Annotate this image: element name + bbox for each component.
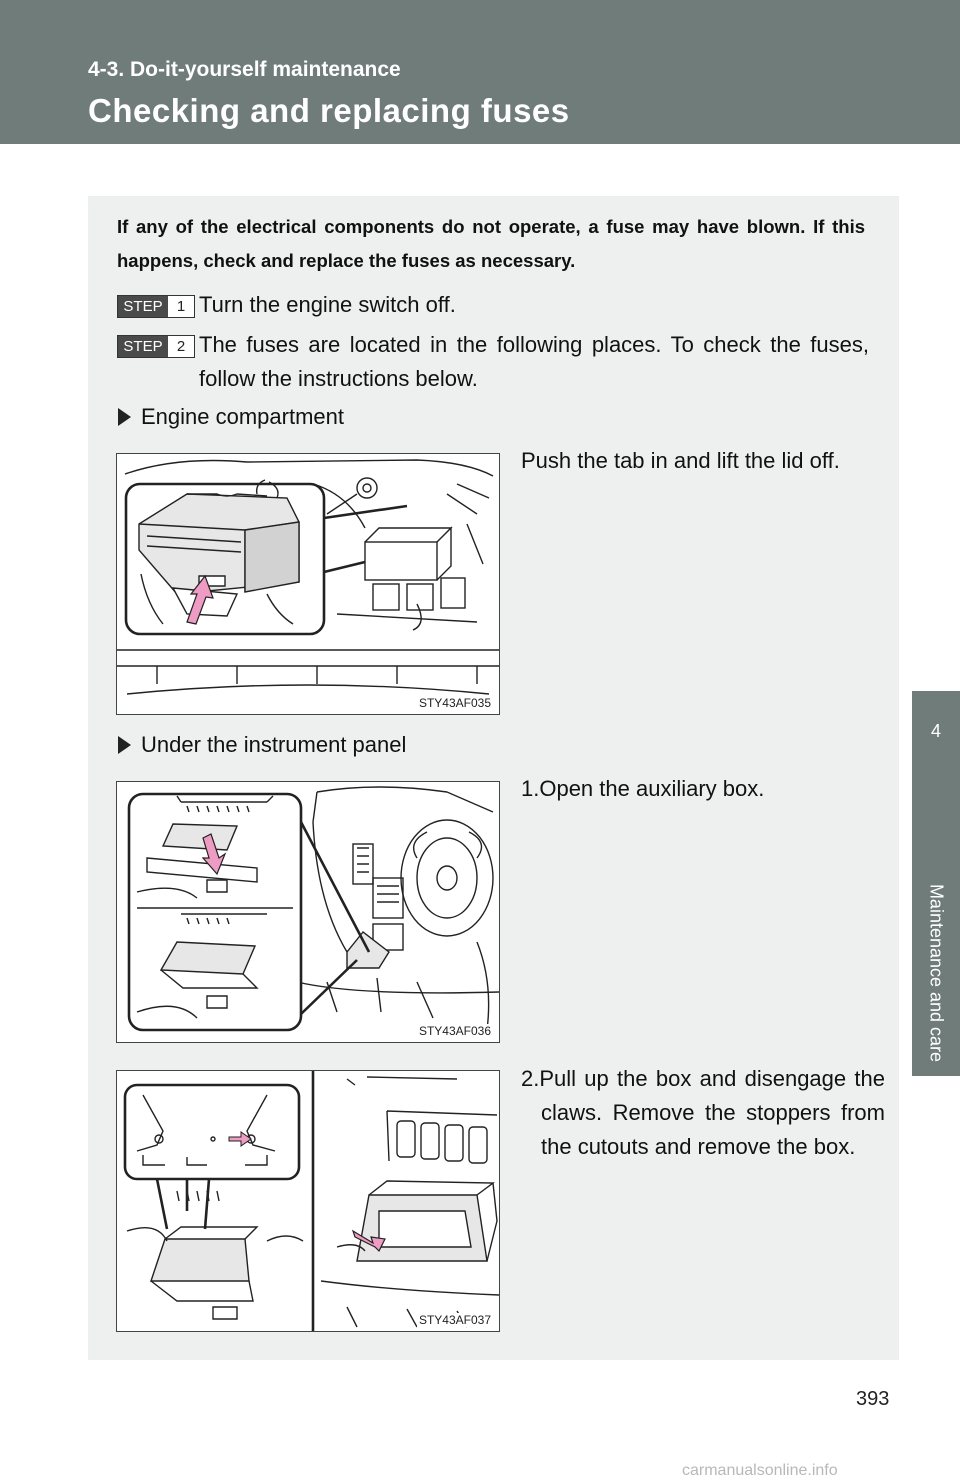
chapter-side-tab: 4 Maintenance and care <box>912 691 960 1076</box>
triangle-bullet-icon <box>118 408 131 426</box>
figure-caption: Push the tab in and lift the lid off. <box>521 448 840 473</box>
figure-code: STY43AF037 <box>416 1313 493 1327</box>
watermark: carmanualsonline.info <box>682 1462 838 1479</box>
figure-caption: 2.Pull up the box and disengage the claw… <box>521 1066 885 1159</box>
figure-engine-compartment: STY43AF035 <box>116 453 500 715</box>
intro-text: If any of the electrical components do n… <box>117 216 865 271</box>
figure-code: STY43AF035 <box>416 696 493 710</box>
triangle-bullet-icon <box>118 736 131 754</box>
step-text: Turn the engine switch off. <box>199 292 456 317</box>
location-instrument-panel: Under the instrument panel <box>118 732 406 758</box>
engine-compartment-illustration <box>117 459 499 695</box>
remove-box-illustration <box>123 1071 499 1331</box>
figure-instrument-panel: STY43AF036 <box>116 781 500 1043</box>
instrument-panel-illustration <box>127 786 499 1032</box>
page-number: 393 <box>856 1388 890 1410</box>
page-header: 4-3. Do-it-yourself maintenance Checking… <box>0 0 960 144</box>
content-panel: If any of the electrical components do n… <box>88 196 899 1360</box>
figure-caption: 1.Open the auxiliary box. <box>521 776 765 801</box>
figure-remove-box: STY43AF037 <box>116 1070 500 1332</box>
page-title: Checking and replacing fuses <box>88 92 570 129</box>
location-engine-compartment: Engine compartment <box>118 404 344 430</box>
figure-code: STY43AF036 <box>416 1024 493 1038</box>
chapter-number: 4 <box>930 721 941 741</box>
section-label: 4-3. Do-it-yourself maintenance <box>88 58 401 81</box>
chapter-label: Maintenance and care <box>926 883 947 1063</box>
step-text: The fuses are located in the following p… <box>199 332 869 391</box>
